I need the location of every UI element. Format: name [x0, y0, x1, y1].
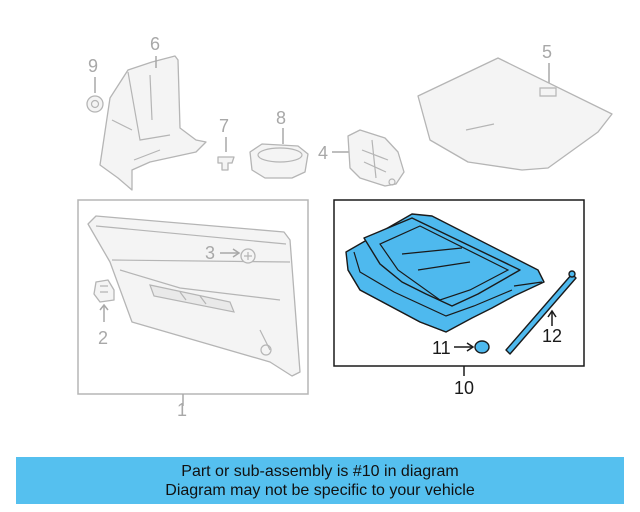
part-11-plug — [474, 340, 490, 354]
part-3-screw — [240, 248, 256, 264]
callout-5: 5 — [542, 42, 552, 62]
part-9-grommet — [86, 95, 104, 113]
part-12-strap — [505, 270, 577, 355]
part-10-package-tray — [345, 213, 545, 333]
part-7-clip — [217, 156, 235, 171]
leader-3-arrow — [232, 248, 241, 258]
callout-3: 3 — [205, 243, 215, 263]
info-banner: Part or sub-assembly is #10 in diagram D… — [16, 457, 624, 504]
callout-1: 1 — [177, 400, 187, 420]
part-8-bracket — [249, 143, 309, 179]
banner-line-1: Part or sub-assembly is #10 in diagram — [181, 463, 459, 480]
group-box-10 — [333, 199, 585, 367]
leader-11-arrow — [466, 342, 475, 352]
part-6-quarter-trim — [99, 55, 207, 191]
part-2-clip — [93, 279, 115, 303]
callout-6: 6 — [150, 34, 160, 54]
group-box-1 — [77, 199, 309, 395]
part-1-trunk-sill-trim — [87, 215, 301, 377]
callout-4: 4 — [318, 143, 328, 163]
callout-10: 10 — [454, 378, 474, 398]
callout-2: 2 — [98, 328, 108, 348]
callout-12: 12 — [542, 326, 562, 346]
part-5-floor-cover — [417, 57, 613, 171]
leader-2-arrow — [99, 303, 109, 311]
leader-12-arrow — [547, 309, 557, 318]
callout-11: 11 — [432, 338, 451, 358]
callout-9: 9 — [88, 56, 98, 76]
part-4-hinge — [347, 129, 405, 187]
exploded-parts-diagram: 6 9 7 8 4 5 1 3 — [77, 34, 613, 420]
callout-7: 7 — [219, 116, 229, 136]
callout-8: 8 — [276, 108, 286, 128]
banner-line-2: Diagram may not be specific to your vehi… — [165, 482, 475, 499]
